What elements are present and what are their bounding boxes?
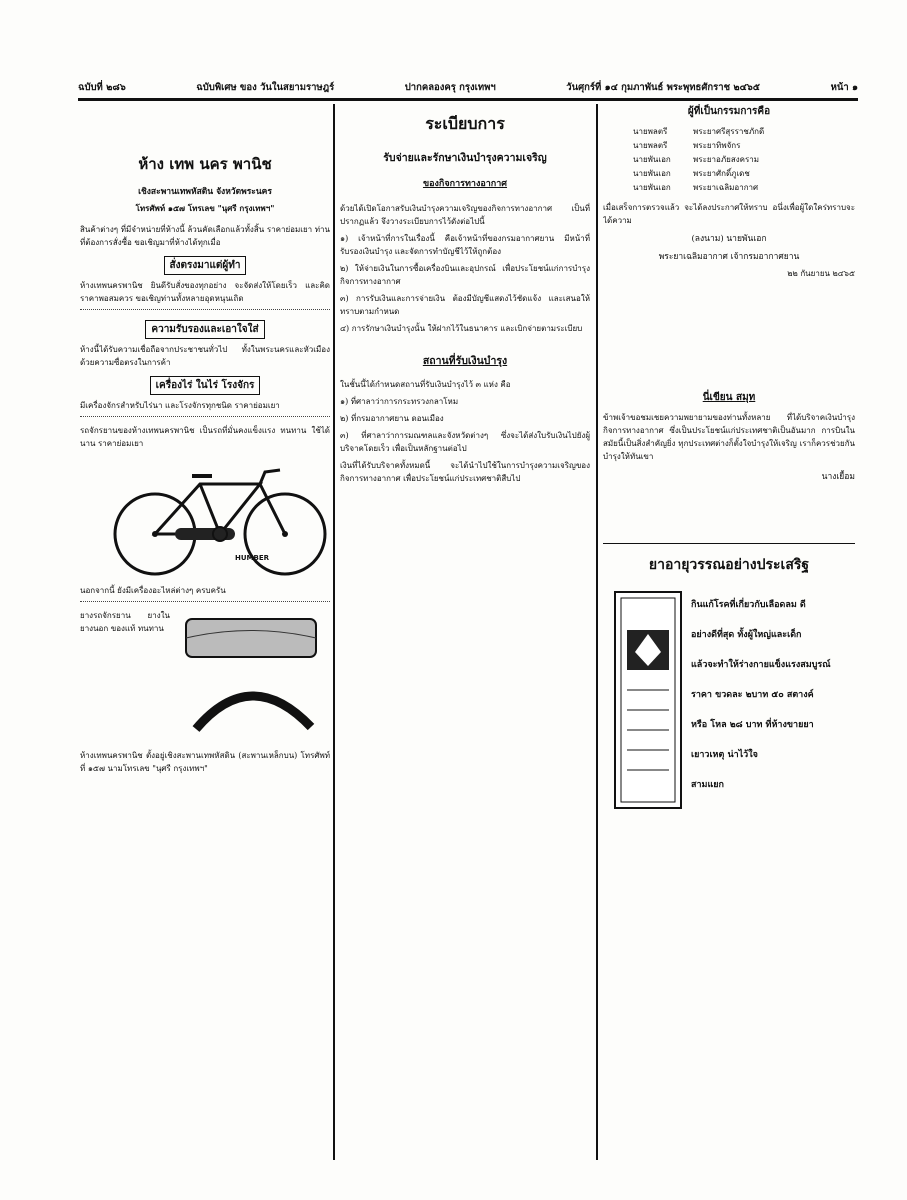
divider [80, 416, 330, 421]
box-machinery: เครื่องไร่ ในไร่ โรงจักร [149, 376, 261, 395]
signature-name: พระยาเฉลิมอากาศ เจ้ากรมอากาศยาน [658, 252, 800, 262]
committee-row: นายพลตรีพระยาศรีสุรราชภักดี [633, 127, 765, 136]
rules-para-10: เงินที่ได้รับบริจาคทั้งหมดนี้ จะได้นำไปใ… [340, 461, 590, 483]
rules-para-1: ด้วยได้เปิดโอกาสรับเงินบำรุงความเจริญของ… [340, 204, 590, 226]
rules-para-8: ๒) ที่กรมอากาศยาน ดอนเมือง [340, 414, 444, 423]
rules-subtitle-2: ของกิจการทางอากาศ [422, 179, 508, 189]
ad-line-3: แล้วจะทำให้ร่างกายแข็งแรงสมบูรณ์ [691, 660, 831, 670]
ad-line-5: เยาวเหตุ น่าไว้ใจ [691, 750, 758, 760]
ad-price: ราคา ขวดละ ๒บาท ๕๐ สตางค์ [691, 690, 814, 700]
header-page: หน้า ๑ [830, 81, 858, 93]
bicycle-illustration: HUMBER [80, 454, 330, 584]
header-page-no: ฉบับที่ ๒๘๖ [78, 81, 126, 93]
signature-rank: (ลงนาม) นายพันเอก [691, 234, 767, 244]
column-rule-left [333, 104, 335, 1160]
ad-line-6: สามแยก [691, 780, 725, 790]
left-footer: ห้างเทพนครพานิช ตั้งอยู่เชิงสะพานเทพหัสด… [80, 751, 330, 773]
rules-subtitle: รับจ่ายและรักษาเงินบำรุงความเจริญ [383, 152, 547, 164]
divider [80, 601, 330, 606]
section-heading-donation-places: สถานที่รับเงินบำรุง [422, 355, 508, 367]
ad-title: ยาอายุวรรณอย่างประเสริฐ [648, 557, 810, 573]
committee-title: ผู้ที่เป็นกรรมการคือ [687, 106, 771, 117]
box-guarantee: ความรับรองและเอาใจใส่ [145, 320, 265, 339]
middle-column: ระเบียบการ รับจ่ายและรักษาเงินบำรุงความเ… [340, 104, 590, 1160]
rules-para-6: ในชั้นนี้ได้กำหนดสถานที่รับเงินบำรุงไว้ … [340, 380, 511, 389]
left-para-1: สินค้าต่างๆ ที่มีจำหน่ายที่ห้างนี้ ล้วนค… [80, 225, 330, 247]
rules-title: ระเบียบการ [425, 114, 505, 133]
committee-list: นายพลตรีพระยาศรีสุรราชภักดี นายพลตรีพระย… [633, 125, 855, 195]
medicine-bottle-icon [614, 591, 682, 809]
shop-address: เชิงสะพานเทพหัสดิน จังหวัดพระนคร [138, 187, 272, 197]
rules-para-2: ๑) เจ้าหน้าที่การในเรื่องนี้ คือเจ้าหน้า… [340, 234, 590, 256]
medicine-advert: ยาอายุวรรณอย่างประเสริฐ กินแก้โรคที่เกี่… [603, 554, 855, 854]
header-rule [78, 98, 858, 101]
tyre-text: ยางรถจักรยาน ยางใน ยางนอก ของแท้ ทนทาน [80, 611, 170, 633]
shop-title: ห้าง เทพ นคร พานิช [138, 155, 272, 173]
left-para-5: นอกจากนี้ ยังมีเครื่องอะไหล่ต่างๆ ครบครั… [80, 586, 226, 595]
signature-date: ๒๒ กันยายน ๒๔๖๕ [787, 269, 855, 278]
committee-row: นายพันเอกพระยาอภัยสงคราม [633, 155, 760, 164]
left-para-3: ห้างนี้ได้รับความเชื่อถือจากประชาชนทั่วไ… [80, 345, 330, 367]
rules-para-9: ๓) ที่ศาลาว่าการมณฑลและจังหวัดต่างๆ ซึ่ง… [340, 431, 590, 453]
divider [80, 309, 330, 314]
rules-para-7: ๑) ที่ศาลาว่าการกระทรวงกลาโหม [340, 397, 459, 406]
rules-para-5: ๔) การรักษาเงินบำรุงนั้น ให้ฝากไว้ในธนาค… [340, 324, 583, 333]
shop-phone: โทรศัพท์ ๑๕๗ โทรเลข "นุศรี กรุงเทพฯ" [135, 203, 275, 213]
ad-line-2: อย่างดีที่สุด ทั้งผู้ใหญ่และเด็ก [691, 630, 802, 640]
header-center: ปากคลองครุ กรุงเทพฯ [404, 81, 496, 93]
letter-title: นี่เขียน สมุท [702, 392, 756, 403]
ad-rule [603, 543, 855, 544]
column-rule-right [596, 104, 598, 1160]
tyre-icon [185, 618, 317, 732]
right-column: ผู้ที่เป็นกรรมการคือ นายพลตรีพระยาศรีสุร… [603, 104, 855, 1160]
committee-row: นายพลตรีพระยาทิพจักร [633, 141, 741, 150]
committee-row: นายพันเอกพระยาเฉลิมอากาศ [633, 183, 759, 192]
header-edition: ฉบับพิเศษ ของ วันในสยามราษฎร์ [196, 81, 335, 93]
header-date: วันศุกร์ที่ ๑๔ กุมภาพันธ์ พระพุทธศักราช … [566, 81, 761, 93]
ad-line-1: กินแก้โรคที่เกี่ยวกับเลือดลม ดี [691, 600, 806, 610]
rules-para-3: ๒) ให้จ่ายเงินในการซื้อเครื่องบินและอุปก… [340, 264, 590, 286]
bicycle-brand-label: HUMBER [235, 554, 270, 562]
committee-row: นายพันเอกพระยาศักดิ์ภูเดช [633, 169, 750, 178]
left-para-2: ห้างเทพนครพานิช ยินดีรับสั่งของทุกอย่าง … [80, 281, 330, 303]
bicycle-icon [113, 468, 327, 576]
ad-line-4: หรือ โหล ๒๘ บาท ที่ห้างขายยา [691, 720, 814, 730]
committee-notice: เมื่อเสร็จการตรวจแล้ว จะได้ลงประกาศให้ทร… [603, 203, 855, 225]
left-column: ห้าง เทพ นคร พานิช เชิงสะพานเทพหัสดิน จั… [80, 104, 330, 1160]
left-para-4: มีเครื่องจักรสำหรับไร่นา และโรงจักรทุกชน… [80, 401, 280, 410]
bicycle-text: รถจักรยานของห้างเทพนครพานิช เป็นรถที่มั่… [80, 426, 330, 448]
letter-signature: นางเยื้อม [821, 472, 855, 482]
page-header: ฉบับที่ ๒๘๖ ฉบับพิเศษ ของ วันในสยามราษฎร… [78, 78, 858, 96]
tyre-section: ยางรถจักรยาน ยางใน ยางนอก ของแท้ ทนทาน [80, 609, 330, 749]
box-direct-order: สั่งตรงมาแต่ผู้ทำ [163, 256, 247, 275]
letter-body: ข้าพเจ้าขอชมเชยความพยายามของท่านทั้งหลาย… [603, 413, 855, 461]
rules-para-4: ๓) การรับเงินและการจ่ายเงิน ต้องมีบัญชีแ… [340, 294, 590, 316]
